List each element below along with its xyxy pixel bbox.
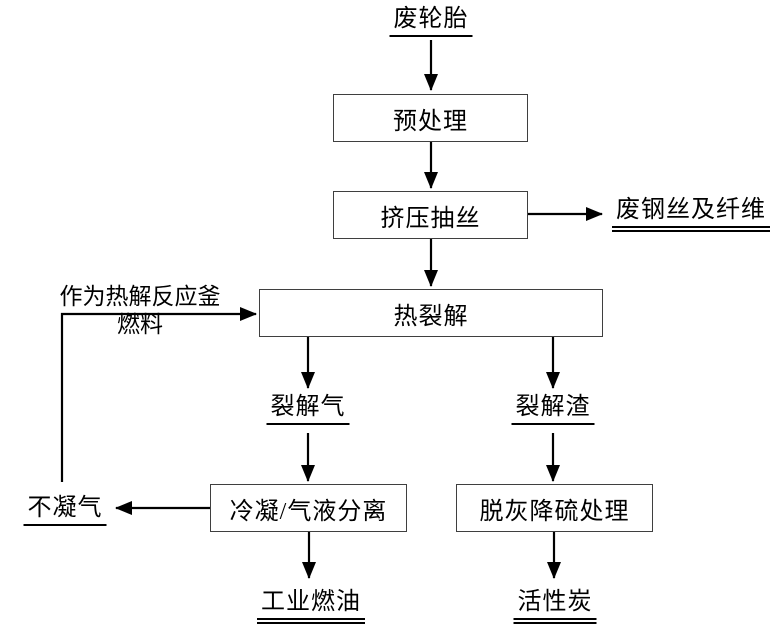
process-box-extrusion: 挤压抽丝 (333, 191, 528, 239)
label-steel-fiber: 废钢丝及纤维 (612, 196, 770, 232)
label-activated-carbon: 活性炭 (513, 588, 597, 624)
process-box-deashing: 脱灰降硫处理 (456, 484, 653, 532)
label-steel-fiber-text: 废钢丝及纤维 (612, 196, 770, 232)
label-pyrolysis-residue-text: 裂解渣 (511, 393, 595, 425)
annotation-reactor-fuel-line2: 燃料 (117, 312, 163, 337)
label-pyrolysis-gas: 裂解气 (266, 393, 350, 425)
process-box-pretreatment: 预处理 (333, 94, 528, 142)
label-activated-carbon-text: 活性炭 (513, 588, 597, 624)
label-industrial-fuel-oil: 工业燃油 (257, 588, 365, 624)
process-box-pretreatment-label: 预处理 (393, 108, 468, 135)
label-waste-tire: 废轮胎 (389, 5, 473, 37)
label-industrial-fuel-oil-text: 工业燃油 (257, 588, 365, 624)
process-box-pyrolysis: 热裂解 (259, 289, 603, 337)
process-box-pyrolysis-label: 热裂解 (393, 303, 469, 330)
label-pyrolysis-residue: 裂解渣 (511, 393, 595, 425)
process-box-condensation-label: 冷凝/气液分离 (229, 498, 388, 525)
label-non-condensable-gas: 不凝气 (23, 494, 107, 526)
process-box-condensation: 冷凝/气液分离 (210, 484, 407, 532)
process-box-deashing-label: 脱灰降硫处理 (479, 498, 630, 525)
annotation-reactor-fuel-line1: 作为热解反应釜 (59, 284, 221, 309)
label-non-condensable-gas-text: 不凝气 (23, 494, 107, 526)
annotation-reactor-fuel: 作为热解反应釜 燃料 (60, 283, 221, 339)
arrow-noncondensable-feedback (60, 307, 257, 482)
process-box-extrusion-label: 挤压抽丝 (380, 205, 481, 232)
label-waste-tire-text: 废轮胎 (389, 5, 473, 37)
label-pyrolysis-gas-text: 裂解气 (266, 393, 350, 425)
